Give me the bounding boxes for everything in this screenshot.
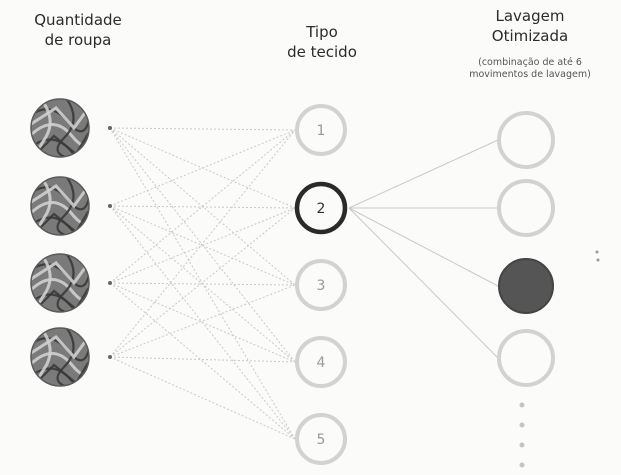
connector-input-4-fabric-2 <box>109 207 296 358</box>
wash-layer <box>497 111 555 387</box>
header-fabric: Tipo de tecido <box>252 22 392 62</box>
input-connector-dot <box>108 126 112 130</box>
fabric-layer: 1 2 3 4 5 <box>294 104 348 465</box>
wash-node <box>497 329 555 387</box>
header-wash-note: (combinação de até 6 movimentos de lavag… <box>450 57 610 81</box>
connector-input-4-fabric-3 <box>109 284 296 358</box>
input-connector-dot <box>108 204 112 208</box>
header-wash-line2: Otimizada <box>491 27 569 45</box>
connector-input-2-fabric-2 <box>109 205 296 209</box>
header-wash-note-line2: movimentos de lavagem) <box>469 69 591 80</box>
header-quantity: Quantidade de roupa <box>8 10 148 50</box>
wash-node-selected <box>498 258 554 314</box>
fabric-node-2: 2 <box>294 181 348 235</box>
header-wash-line1: Lavagem <box>495 7 565 25</box>
header-wash-note-line1: (combinação de até 6 <box>478 57 582 68</box>
connector-input-2-fabric-3 <box>109 205 296 286</box>
connector-input-4-fabric-5 <box>109 356 296 440</box>
laundry-thumbnail-icon <box>30 98 112 158</box>
header-quantity-line2: de roupa <box>44 31 112 49</box>
connector-input-3-fabric-1 <box>109 129 296 284</box>
fabric-node-5: 5 <box>295 413 347 465</box>
connector-input-3-fabric-3 <box>109 282 296 286</box>
connector-input-2-fabric-1 <box>109 129 296 207</box>
connector-input-3-fabric-2 <box>109 207 296 284</box>
connector-input-1-fabric-1 <box>109 127 296 131</box>
laundry-thumbnail-icon <box>30 327 112 387</box>
fabric-node-label: 1 <box>317 123 326 139</box>
fabric-node-1: 1 <box>295 104 347 156</box>
connector-input-4-fabric-4 <box>109 356 296 363</box>
wash-node <box>497 179 555 237</box>
connector-fabric-2-wash-4 <box>348 207 499 359</box>
laundry-thumbnail-icon <box>30 253 112 313</box>
ellipsis-icon <box>519 250 600 468</box>
connector-fabric-2-wash-1 <box>348 139 499 209</box>
header-quantity-line1: Quantidade <box>34 11 122 29</box>
input-layer <box>30 98 112 387</box>
fabric-node-label: 3 <box>317 278 326 294</box>
fabric-node-4: 4 <box>295 336 347 388</box>
connector-input-3-fabric-5 <box>109 282 296 440</box>
laundry-thumbnail-icon <box>30 176 112 236</box>
wash-node <box>497 111 555 169</box>
header-fabric-line2: de tecido <box>287 43 357 61</box>
connector-input-4-fabric-1 <box>109 129 296 358</box>
header-fabric-line1: Tipo <box>306 23 338 41</box>
fabric-node-label: 5 <box>317 432 326 448</box>
connectors <box>109 127 499 440</box>
connector-fabric-2-wash-3 <box>348 207 499 287</box>
fabric-node-label: 4 <box>317 355 326 371</box>
fabric-node-label: 2 <box>317 201 326 217</box>
fabric-node-3: 3 <box>295 259 347 311</box>
input-connector-dot <box>108 355 112 359</box>
input-connector-dot <box>108 281 112 285</box>
connector-input-3-fabric-4 <box>109 282 296 363</box>
header-wash: Lavagem Otimizada <box>455 6 605 46</box>
